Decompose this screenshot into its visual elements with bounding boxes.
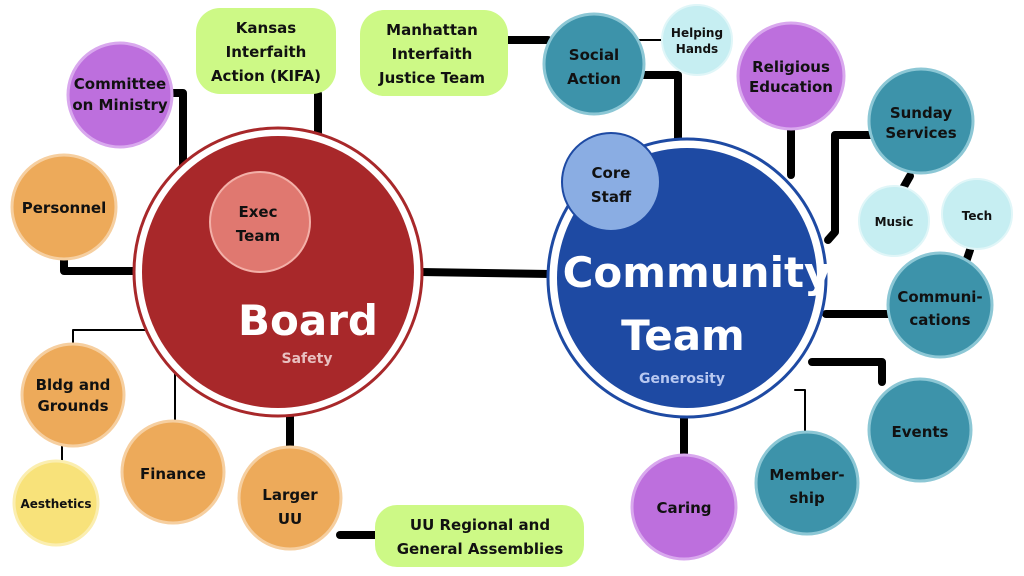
connector-board-community [416, 268, 554, 278]
caring-node: Caring [630, 453, 738, 561]
svg-text:Personnel: Personnel [22, 199, 106, 217]
aesthetics-node: Aesthetics [12, 459, 100, 547]
svg-text:Music: Music [875, 215, 914, 229]
connectors [60, 36, 974, 539]
board-circle: Board Safety [132, 126, 424, 418]
board-subtitle: Safety [282, 351, 333, 367]
svg-text:Member-ship: Member-ship [769, 466, 844, 507]
connector-sunday [824, 131, 874, 244]
connector-membership [794, 389, 806, 433]
board-title: Board [238, 296, 378, 345]
connector-bldg [72, 329, 161, 345]
connector-social-action [636, 71, 682, 144]
finance-node: Finance [120, 419, 226, 525]
connector-personnel [60, 254, 144, 275]
connector-events [808, 358, 886, 386]
music-node: Music [858, 185, 930, 257]
svg-text:Caring: Caring [656, 499, 711, 517]
membership-node: Member-ship [754, 430, 860, 536]
personnel-node: Personnel [10, 153, 118, 261]
community-subtitle: Generosity [639, 371, 725, 387]
connector-committee [168, 89, 187, 184]
svg-text:Tech: Tech [962, 209, 992, 223]
svg-text:Events: Events [892, 423, 949, 441]
tech-node: Tech [941, 178, 1013, 250]
communications-node: Communi-cations [886, 251, 994, 359]
svg-text:Finance: Finance [140, 465, 206, 483]
svg-text:Communi-cations: Communi-cations [897, 288, 982, 329]
events-node: Events [867, 377, 973, 483]
svg-text:Aesthetics: Aesthetics [20, 497, 91, 511]
